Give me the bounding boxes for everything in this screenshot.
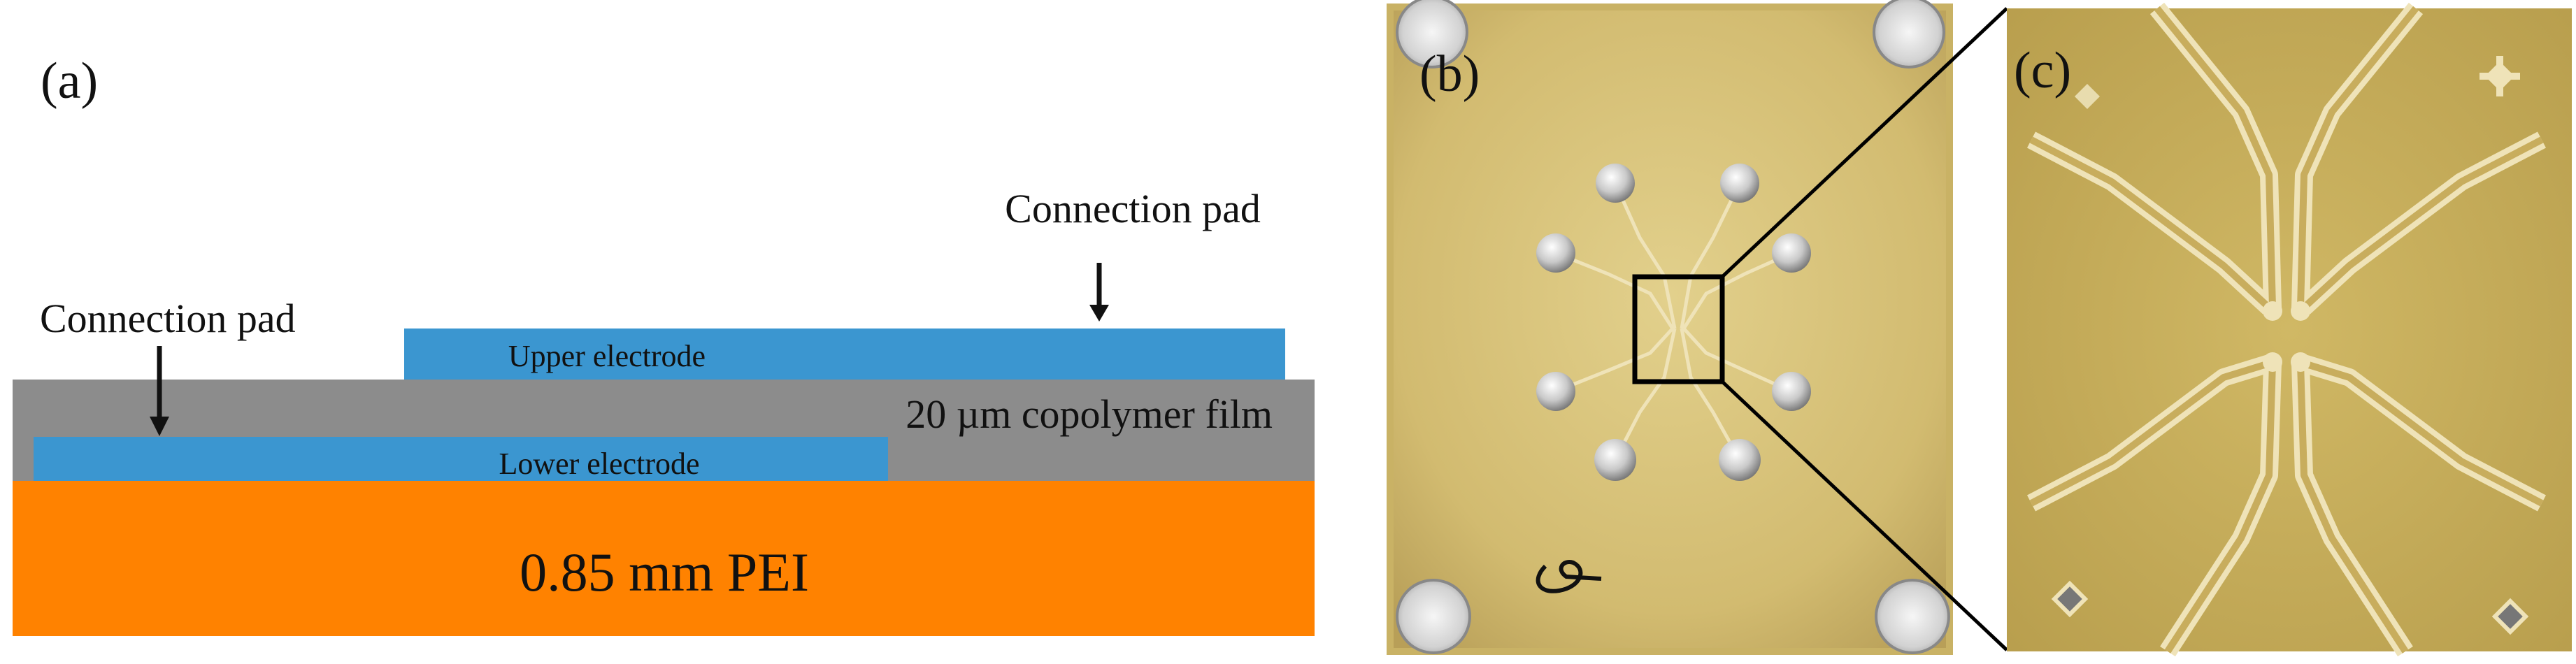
lower-electrode-layer (34, 437, 888, 481)
zoomed-traces (2026, 2, 2547, 657)
panel-b: (b) (1387, 0, 1953, 655)
connection-pad-top-label: Connection pad (1005, 186, 1261, 231)
alignment-mark-icon (2480, 56, 2520, 96)
solder-pad-icon (1594, 439, 1636, 481)
zoom-region-box (1632, 274, 1725, 384)
alignment-mark-icon (2491, 598, 2529, 635)
board-edge (1387, 3, 1953, 655)
electrode-junction (2291, 301, 2310, 321)
electrode-junction (2291, 352, 2310, 372)
connection-pad-left-label: Connection pad (40, 296, 296, 341)
screw-top-right-icon (1873, 0, 1945, 68)
screw-bottom-right-icon (1875, 579, 1950, 654)
zoom-connector-bottom (1721, 380, 2008, 651)
solder-pad-icon (1772, 372, 1811, 411)
electrode-junction (2263, 301, 2282, 321)
alignment-mark-icon (2075, 84, 2100, 109)
solder-pad-icon (1720, 164, 1759, 203)
solder-pad-icons (1536, 164, 1811, 481)
panel-c-label: (c) (2014, 42, 2071, 99)
copolymer-film-label: 20 µm copolymer film (906, 391, 1273, 437)
solder-pad-icon (1719, 439, 1761, 481)
screw-bottom-left-icon (1396, 579, 1471, 654)
zoomed-electrode-photo (2007, 8, 2572, 651)
screw-top-left-icon (1396, 0, 1468, 68)
substrate-label: 0.85 mm PEI (520, 542, 809, 602)
electrode-junction (2263, 352, 2282, 372)
mounting-screw-icons (1396, 0, 1950, 654)
marker-scribble (1536, 560, 1602, 593)
alignment-mark-icons (2051, 56, 2529, 635)
solder-pad-icon (1772, 233, 1811, 273)
panel-a: (a) 0.85 mm PEI 20 µm copolymer film Low… (13, 52, 1315, 636)
panel-b-label: (b) (1419, 45, 1480, 103)
electrode-traces (1555, 182, 1793, 461)
upper-electrode-layer (404, 329, 1285, 380)
pei-substrate-layer (13, 481, 1315, 636)
lower-electrode-label: Lower electrode (499, 447, 699, 481)
alignment-mark-icon (2051, 580, 2089, 618)
solder-pad-icon (1536, 233, 1575, 273)
solder-pad-icon (1536, 372, 1575, 411)
solder-pad-icon (1596, 164, 1635, 203)
connection-pad-top-arrow-head (1089, 305, 1109, 322)
zoom-connector-top (1721, 7, 2008, 278)
connection-pad-left-arrow-head (150, 417, 169, 436)
panel-a-label: (a) (41, 52, 98, 110)
panel-c: (c) (2007, 2, 2572, 657)
upper-electrode-label: Upper electrode (508, 339, 706, 373)
